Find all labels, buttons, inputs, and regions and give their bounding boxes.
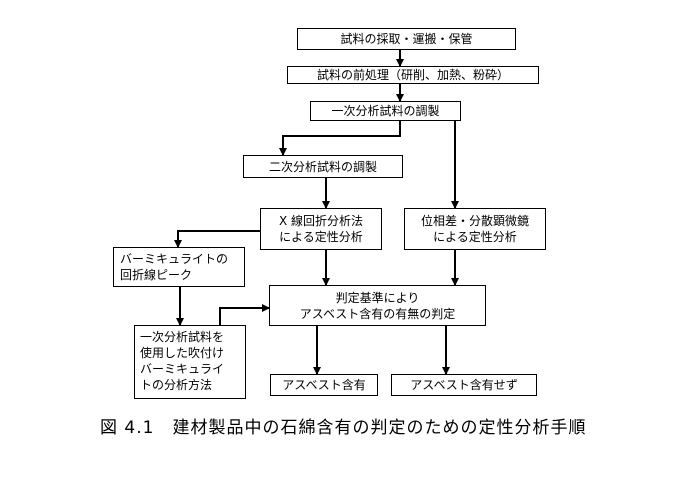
spray-method-line3: バーミキュライ (140, 362, 225, 376)
not-contains-box: アスベスト含有せず (391, 374, 537, 396)
contains-box: アスベスト含有 (270, 374, 378, 396)
vermiculite-peak-line1: バーミキュライトの (120, 252, 229, 266)
contains-label: アスベスト含有 (282, 378, 366, 392)
plm-box: 位相差・分散顕微鏡 による定性分析 (404, 208, 546, 250)
arrow-primary-to-secondary (279, 121, 401, 156)
sampling-label: 試料の採取・運搬・保管 (340, 32, 473, 46)
vermiculite-peak-line2: 回折線ピーク (120, 268, 193, 282)
spray-method-line2: 使用した吹付け (140, 346, 225, 360)
spray-method-line1: 一次分析試料を (140, 330, 225, 344)
sampling-box: 試料の採取・運搬・保管 (297, 28, 516, 50)
plm-label-line1: 位相差・分散顕微鏡 (420, 214, 529, 228)
pretreatment-box: 試料の前処理（研削、加熱、粉砕） (287, 66, 539, 84)
pretreatment-label: 試料の前処理（研削、加熱、粉砕） (316, 68, 509, 82)
judgement-label-line1: 判定基準により (335, 290, 420, 305)
xrd-label-line2: による定性分析 (279, 230, 363, 244)
spray-method-box: 一次分析試料を 使用した吹付け バーミキュライ トの分析方法 (134, 325, 246, 399)
figure-caption: 図 4.1 建材製品中の石綿含有の判定のための定性分析手順 (100, 418, 587, 438)
arrow-xrd-to-vermiculite (174, 230, 260, 248)
not-contains-label: アスベスト含有せず (410, 378, 518, 392)
xrd-box: X 線回折分析法 による定性分析 (260, 208, 382, 250)
primary-prep-box: 一次分析試料の調製 (310, 101, 461, 121)
xrd-label-line1: X 線回折分析法 (278, 214, 364, 228)
spray-method-line4: トの分析方法 (140, 378, 213, 392)
secondary-prep-label: 二次分析試料の調製 (268, 159, 377, 174)
secondary-prep-box: 二次分析試料の調製 (243, 155, 403, 178)
primary-prep-label: 一次分析試料の調製 (331, 104, 440, 118)
vermiculite-peak-box: バーミキュライトの 回折線ピーク (113, 247, 245, 287)
judgement-box: 判定基準により アスベスト含有の有無の判定 (269, 285, 486, 326)
judgement-label-line2: アスベスト含有の有無の判定 (299, 306, 456, 321)
plm-label-line2: による定性分析 (433, 230, 517, 244)
